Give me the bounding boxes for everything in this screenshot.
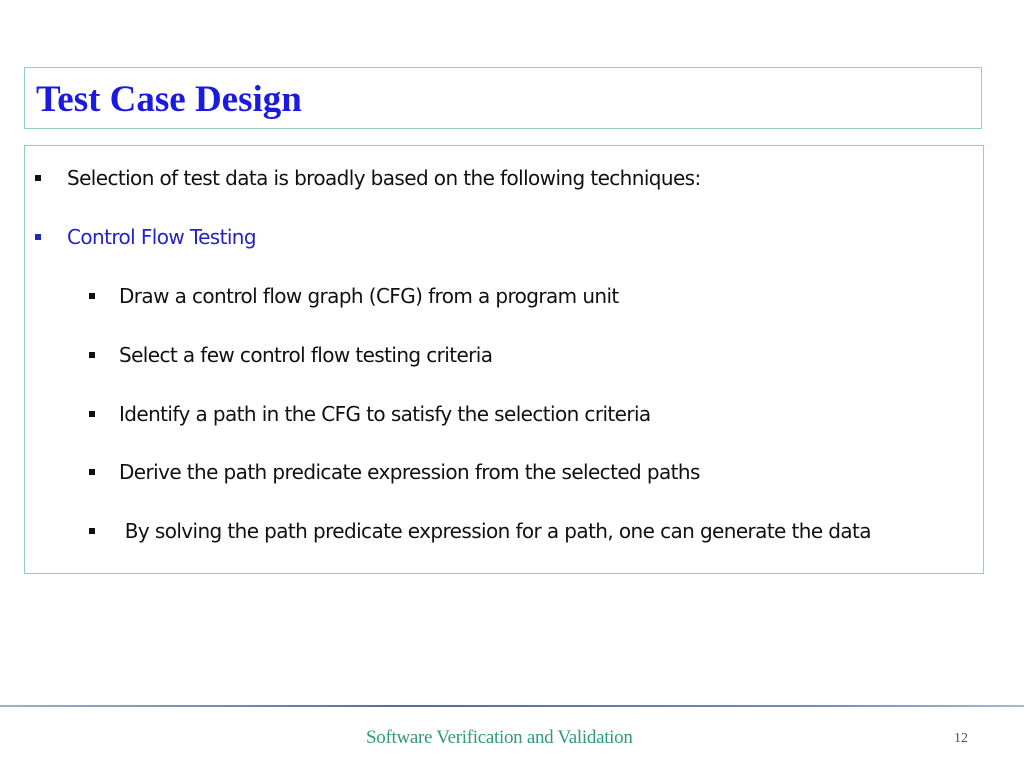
- square-bullet-icon: [89, 411, 95, 417]
- square-bullet-icon: [35, 234, 41, 240]
- square-bullet-icon: [35, 175, 41, 181]
- bullet-item-control-flow-testing: Control Flow Testing: [35, 224, 257, 250]
- bullet-text: Identify a path in the CFG to satisfy th…: [119, 402, 651, 426]
- page-number: 12: [954, 731, 968, 746]
- footer-text: Software Verification and Validation: [366, 727, 633, 748]
- title-box: Test Case Design: [24, 67, 982, 129]
- footer-divider: [0, 705, 1024, 707]
- bullet-text: By solving the path predicate expression…: [119, 519, 872, 543]
- square-bullet-icon: [89, 293, 95, 299]
- sub-bullet-item: By solving the path predicate expression…: [89, 518, 872, 544]
- square-bullet-icon: [89, 352, 95, 358]
- bullet-item-intro: Selection of test data is broadly based …: [35, 165, 701, 191]
- square-bullet-icon: [89, 469, 95, 475]
- square-bullet-icon: [89, 528, 95, 534]
- bullet-text: Derive the path predicate expression fro…: [119, 460, 700, 484]
- sub-bullet-item: Derive the path predicate expression fro…: [89, 459, 700, 485]
- sub-bullet-item: Select a few control flow testing criter…: [89, 342, 493, 368]
- sub-bullet-item: Draw a control flow graph (CFG) from a p…: [89, 283, 619, 309]
- bullet-text: Control Flow Testing: [67, 225, 257, 249]
- bullet-text: Select a few control flow testing criter…: [119, 343, 493, 367]
- bullet-text: Selection of test data is broadly based …: [67, 166, 701, 190]
- slide-title: Test Case Design: [36, 79, 302, 120]
- bullet-text: Draw a control flow graph (CFG) from a p…: [119, 284, 619, 308]
- content-box: Selection of test data is broadly based …: [24, 145, 984, 574]
- sub-bullet-item: Identify a path in the CFG to satisfy th…: [89, 401, 651, 427]
